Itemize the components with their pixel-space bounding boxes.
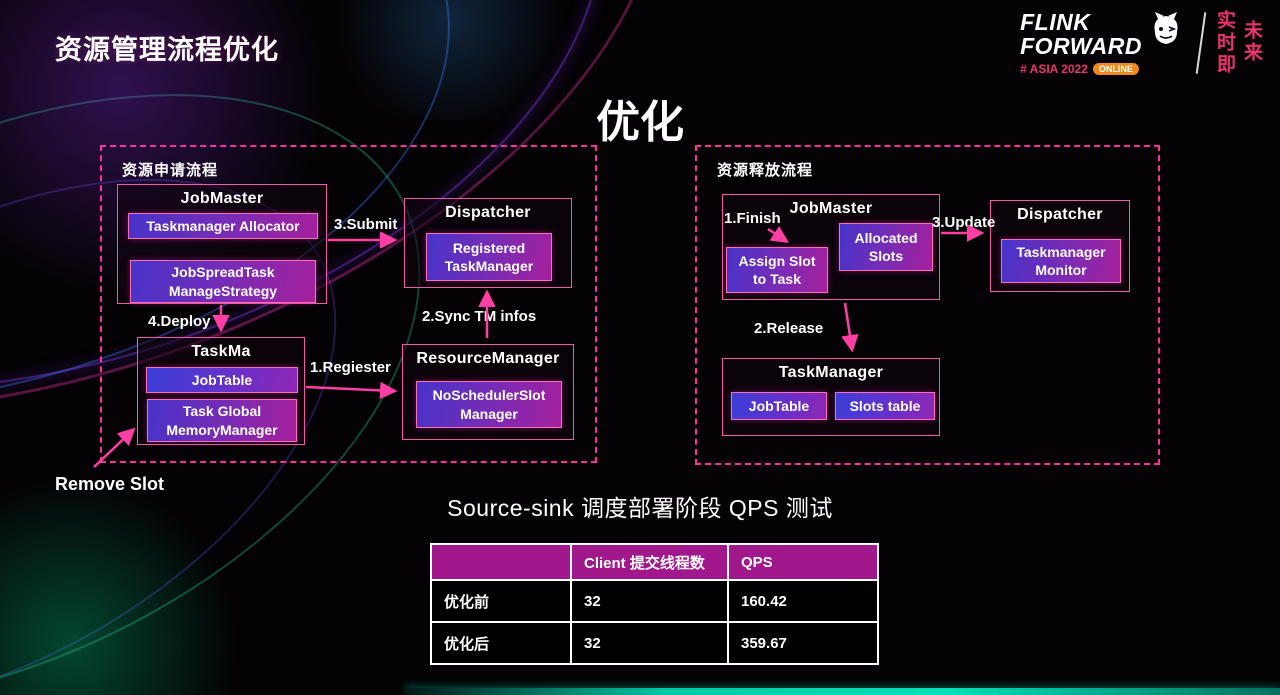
optimization-heading: 优化 (596, 98, 684, 147)
chip-jobtable: JobTable (146, 367, 298, 393)
flink-forward-logo: FLINK FORWARD # ASIA 2022 ONLINE (1020, 10, 1262, 76)
chip-allocated-slots: Allocated Slots (839, 223, 933, 271)
arrow-label-release: 2.Release (754, 320, 824, 337)
slide-title: 资源管理流程优化 (55, 35, 279, 65)
row-threads: 32 (570, 579, 729, 623)
chip-registered-taskmanager: Registered TaskManager (426, 233, 552, 281)
arrow-label-remove-slot: Remove Slot (55, 474, 165, 494)
slogan-column-2: 未来 (1241, 20, 1262, 64)
table-header-qps: QPS (727, 543, 879, 581)
arrow-label-register: 1.Regiester (310, 359, 391, 376)
node-title: ResourceManager (416, 350, 560, 367)
arrow-label-submit: 3.Submit (334, 216, 398, 233)
row-threads: 32 (570, 621, 729, 665)
node-title: TaskMa (191, 343, 251, 360)
row-label: 优化后 (430, 621, 572, 665)
table-row-before: 优化前 32 160.42 (430, 579, 879, 623)
table-header-row: Client 提交线程数 QPS (430, 543, 879, 581)
logo-divider (1195, 12, 1207, 74)
node-resourcemanager: ResourceManager NoSchedulerSlot Manager (402, 344, 574, 440)
release-flow-label: 资源释放流程 (717, 162, 814, 179)
slogan-column-1: 实时即 (1214, 10, 1235, 76)
row-label: 优化前 (430, 579, 572, 623)
node-taskmanager: TaskMa JobTable Task Global MemoryManage… (137, 337, 305, 445)
node-title: TaskManager (778, 364, 884, 381)
chip-slots-table: Slots table (835, 392, 935, 420)
logo-word-flink: FLINK (1020, 9, 1091, 35)
online-badge: ONLINE (1092, 63, 1139, 75)
arrow-label-sync-tm-infos: 2.Sync TM infos (422, 308, 537, 325)
node-title: JobMaster (789, 200, 873, 217)
bottom-accent-bar (405, 688, 1280, 695)
node-dispatcher: Dispatcher Taskmanager Monitor (990, 200, 1130, 292)
arrow-label-deploy: 4.Deploy (148, 313, 211, 330)
logo-event-text: # ASIA 2022 (1020, 62, 1088, 76)
qps-caption: Source-sink 调度部署阶段 QPS 测试 (447, 495, 833, 521)
chip-assign-slot-to-task: Assign Slot to Task (726, 247, 828, 293)
chip-taskmanager-monitor: Taskmanager Monitor (1001, 239, 1121, 283)
squirrel-icon (1146, 10, 1186, 50)
chip-jobspreadtask-managestrategy: JobSpreadTask ManageStrategy (130, 260, 316, 303)
node-jobmaster: JobMaster Assign Slot to Task Allocated … (722, 194, 940, 300)
chip-jobtable: JobTable (731, 392, 827, 420)
qps-table: Client 提交线程数 QPS 优化前 32 160.42 优化后 32 35… (430, 543, 879, 665)
node-taskmanager: TaskManager JobTable Slots table (722, 358, 940, 436)
chip-task-global-memorymanager: Task Global MemoryManager (147, 399, 297, 442)
node-title: JobMaster (180, 190, 264, 207)
table-header-client-threads: Client 提交线程数 (570, 543, 729, 581)
chip-noschedulerslot-manager: NoSchedulerSlot Manager (416, 381, 562, 428)
table-row-after: 优化后 32 359.67 (430, 621, 879, 665)
resource-apply-flow: 资源申请流程 JobMaster Taskmanager Allocator J… (100, 145, 597, 463)
resource-release-flow: 资源释放流程 JobMaster Assign Slot to Task All… (695, 145, 1160, 465)
logo-slogan: 实时即 未来 (1214, 10, 1262, 76)
arrow-label-finish: 1.Finish (724, 210, 781, 227)
row-qps: 160.42 (727, 579, 879, 623)
logo-text-block: FLINK FORWARD # ASIA 2022 ONLINE (1020, 10, 1186, 76)
table-header-empty (430, 543, 572, 581)
node-title: Dispatcher (1017, 206, 1103, 223)
logo-word-forward: FORWARD (1020, 33, 1142, 59)
node-dispatcher: Dispatcher Registered TaskManager (404, 198, 572, 288)
row-qps: 359.67 (727, 621, 879, 665)
chip-taskmanager-allocator: Taskmanager Allocator (128, 213, 318, 239)
node-title: Dispatcher (445, 204, 531, 221)
node-jobmaster: JobMaster Taskmanager Allocator JobSprea… (117, 184, 327, 304)
apply-flow-label: 资源申请流程 (122, 162, 219, 179)
arrow-label-update: 3.Update (932, 214, 996, 231)
